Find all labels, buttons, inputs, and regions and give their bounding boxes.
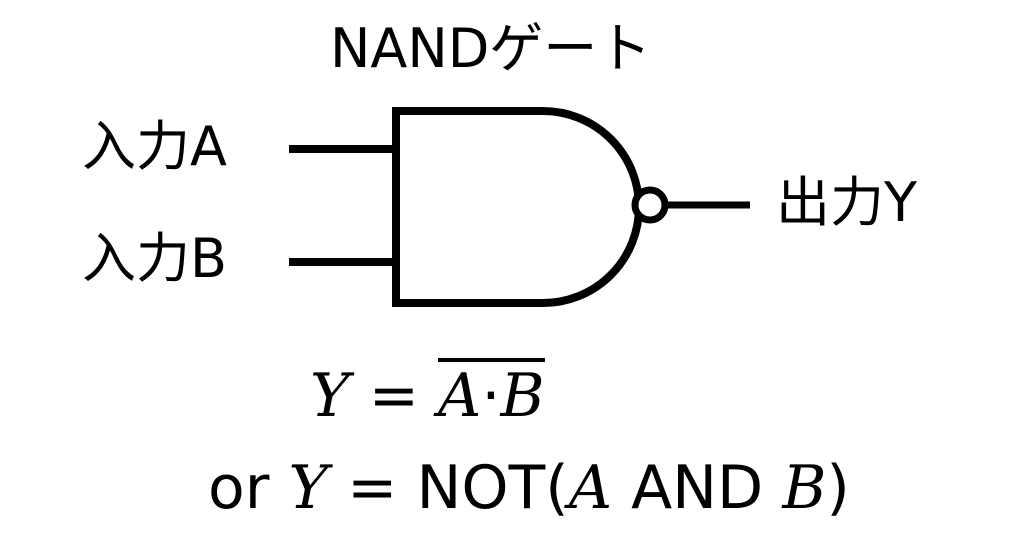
eq1-b: B <box>500 361 545 431</box>
nand-gate-body <box>392 107 643 307</box>
input-a-label: 入力A <box>82 115 227 178</box>
eq2-func: NOT( <box>416 453 569 523</box>
equation-text: or Y = NOT(A AND B) <box>208 458 850 518</box>
eq1-a: A <box>438 361 482 431</box>
input-b-label: 入力B <box>82 227 228 290</box>
eq1-negated-term: A·B <box>438 358 545 426</box>
eq1-lhs: Y <box>310 361 350 431</box>
eq2-a: A <box>568 453 613 523</box>
equation-boolean: Y = A·B <box>310 358 545 426</box>
output-y-label: 出力Y <box>776 171 917 234</box>
eq1-equals: = <box>368 361 419 431</box>
eq1-dot: · <box>481 361 501 431</box>
eq2-b: B <box>782 453 827 523</box>
diagram-title: NANDゲート <box>330 17 652 80</box>
eq2-close: ) <box>826 453 850 523</box>
eq2-prefix: or <box>208 453 270 523</box>
eq2-equals: = <box>347 453 398 523</box>
eq2-lhs: Y <box>288 453 329 523</box>
inversion-bubble <box>631 186 669 224</box>
eq2-op: AND <box>612 453 783 523</box>
